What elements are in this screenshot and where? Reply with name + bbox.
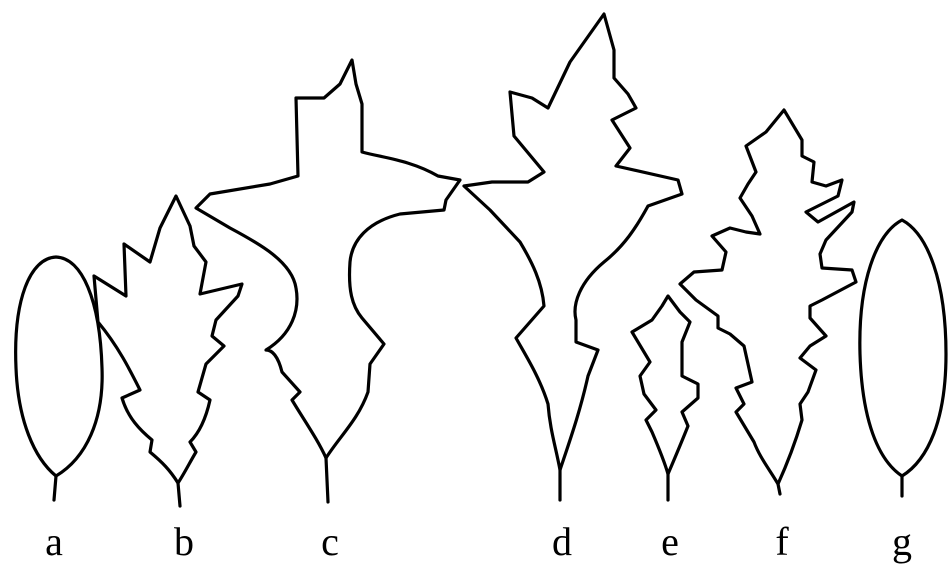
label-d: d — [542, 522, 582, 562]
leaf-c — [196, 60, 460, 502]
label-a: a — [34, 522, 74, 562]
label-c: c — [310, 522, 350, 562]
label-f: f — [762, 522, 802, 562]
label-g: g — [882, 522, 922, 562]
leaf-f — [680, 110, 856, 494]
label-e: e — [650, 522, 690, 562]
leaf-b — [94, 196, 242, 506]
leaf-e — [632, 296, 698, 500]
label-b: b — [164, 522, 204, 562]
leaf-g — [860, 220, 946, 496]
leaf-a — [16, 257, 102, 500]
